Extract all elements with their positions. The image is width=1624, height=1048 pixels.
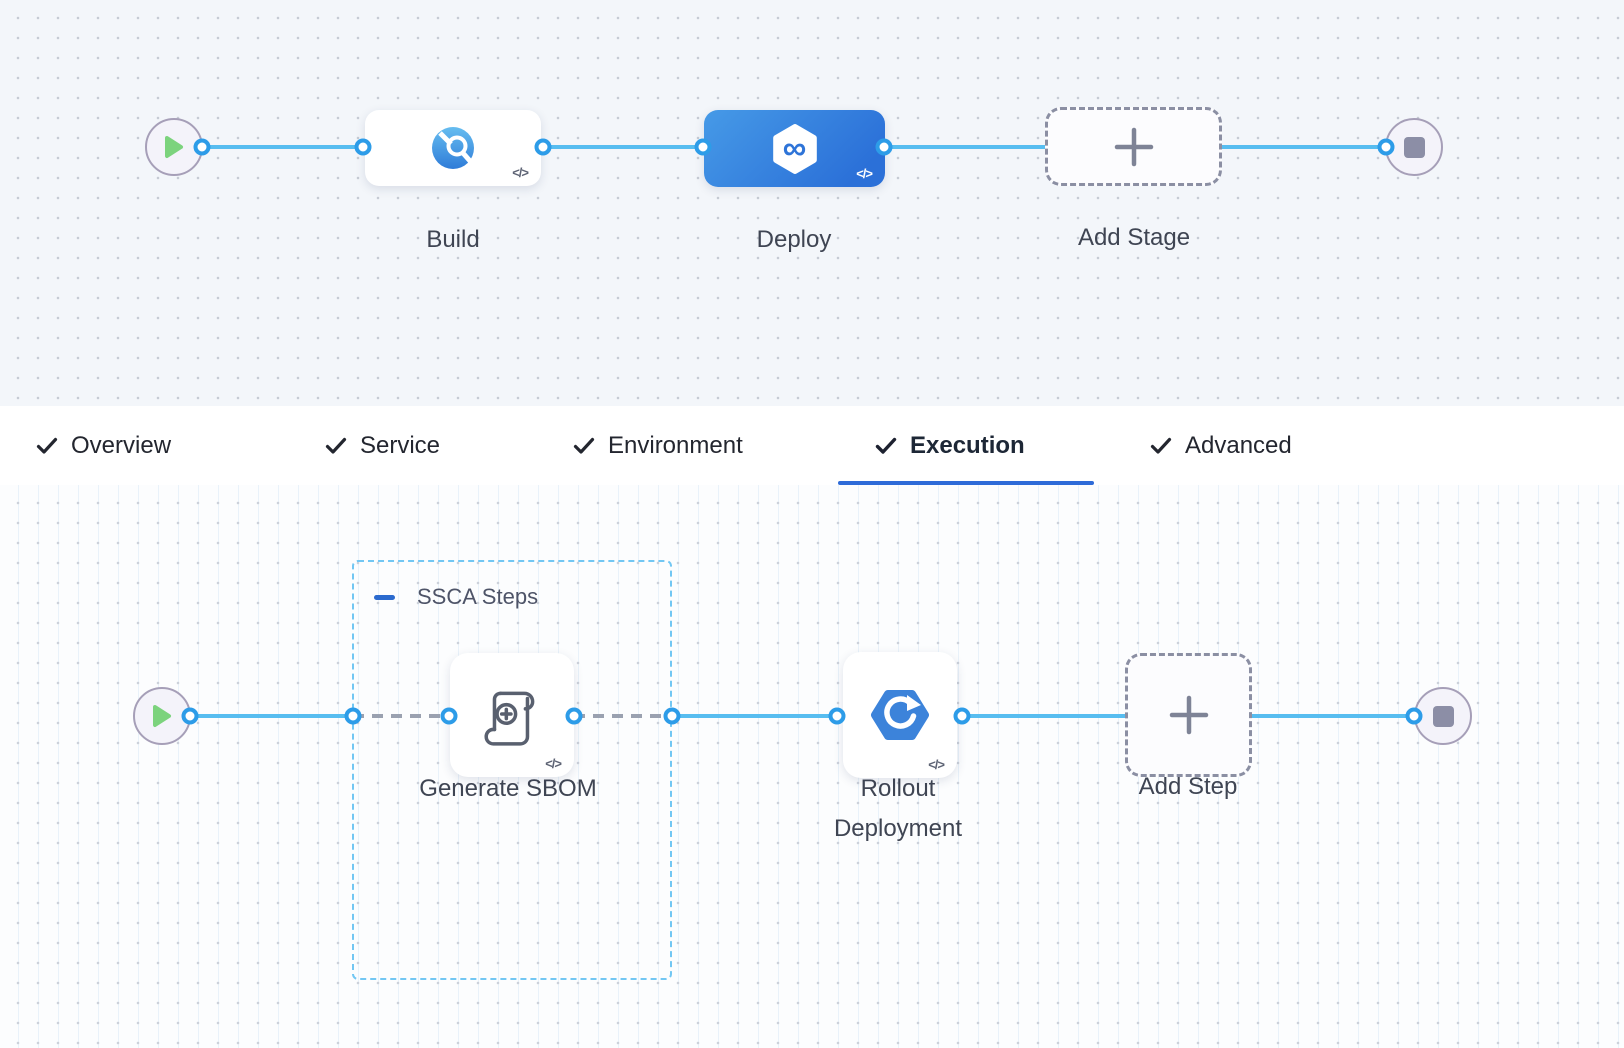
stage-node-deploy[interactable]: ∞ </> [704,110,885,187]
collapse-minus-icon[interactable] [374,594,395,600]
stage-tabbar: Overview Service Environment Execution A… [0,406,1624,485]
step-node-rollout-deployment[interactable]: </> [843,652,957,778]
edge-port[interactable] [663,707,681,725]
sbom-scroll-icon [484,691,535,746]
tab-environment[interactable]: Environment [573,406,743,485]
tab-service[interactable]: Service [325,406,440,485]
code-badge: </> [928,757,945,772]
edge-port[interactable] [953,707,971,725]
plus-icon [1114,127,1153,166]
stage-label-build: Build [426,226,480,253]
edge-port[interactable] [694,138,712,156]
ci-build-icon [432,127,474,169]
code-badge: </> [512,165,529,180]
ssca-steps-group: SSCA Steps [352,560,672,980]
check-icon [875,437,897,454]
stage-node-build[interactable]: </> [365,110,541,186]
step-label-rollout-line1: Rollout [860,775,936,802]
ssca-group-label: SSCA Steps [417,584,539,609]
tab-overview[interactable]: Overview [36,406,171,485]
edge-port[interactable] [1405,707,1423,725]
active-tab-underline [838,481,1094,485]
pipeline-start-node [145,118,203,176]
execution-canvas: SSCA Steps </> [0,485,1624,1048]
code-badge: </> [545,756,562,771]
edge-port[interactable] [534,138,552,156]
add-step-button[interactable] [1125,653,1252,777]
check-icon [573,437,595,454]
step-edge [190,714,353,718]
pipeline-end-node [1385,118,1443,176]
step-edge-dashed [574,714,672,718]
play-icon [165,136,183,158]
edge-port[interactable] [344,707,362,725]
stop-icon [1403,136,1425,158]
execution-end-node [1414,687,1472,745]
edge-port[interactable] [193,138,211,156]
edge-port[interactable] [565,707,583,725]
stage-canvas: </> ∞ </> [0,0,1624,406]
tab-label: Advanced [1185,431,1292,459]
step-label-add-step: Add Step [1138,773,1238,800]
rollout-hexagon-icon [871,690,929,740]
play-icon [153,705,171,727]
tab-execution[interactable]: Execution [875,406,1025,485]
ssca-group-header: SSCA Steps [374,584,538,610]
step-edge-dashed [353,714,449,718]
edge-port[interactable] [354,138,372,156]
edge-port[interactable] [828,707,846,725]
edge-port[interactable] [181,707,199,725]
check-icon [36,437,58,454]
tab-label: Environment [608,431,743,459]
step-edge [672,714,1414,718]
check-icon [1150,437,1172,454]
tab-label: Service [360,431,441,459]
step-label-rollout-line2: Deployment [833,815,963,842]
step-node-generate-sbom[interactable]: </> [450,653,574,777]
plus-icon [1169,695,1208,735]
stop-icon [1432,705,1454,727]
stage-label-deploy: Deploy [756,226,832,253]
tab-label: Execution [910,431,1025,459]
edge-port[interactable] [875,138,893,156]
tab-label: Overview [71,431,172,459]
cd-hexagon-icon: ∞ [768,122,822,176]
check-icon [325,437,347,454]
code-badge: </> [856,166,873,181]
edge-port[interactable] [1377,138,1395,156]
stage-label-add-stage: Add Stage [1077,224,1191,251]
tab-advanced[interactable]: Advanced [1150,406,1292,485]
step-label-generate-sbom: Generate SBOM [419,775,597,802]
edge-port[interactable] [440,707,458,725]
add-stage-button[interactable] [1045,107,1222,186]
